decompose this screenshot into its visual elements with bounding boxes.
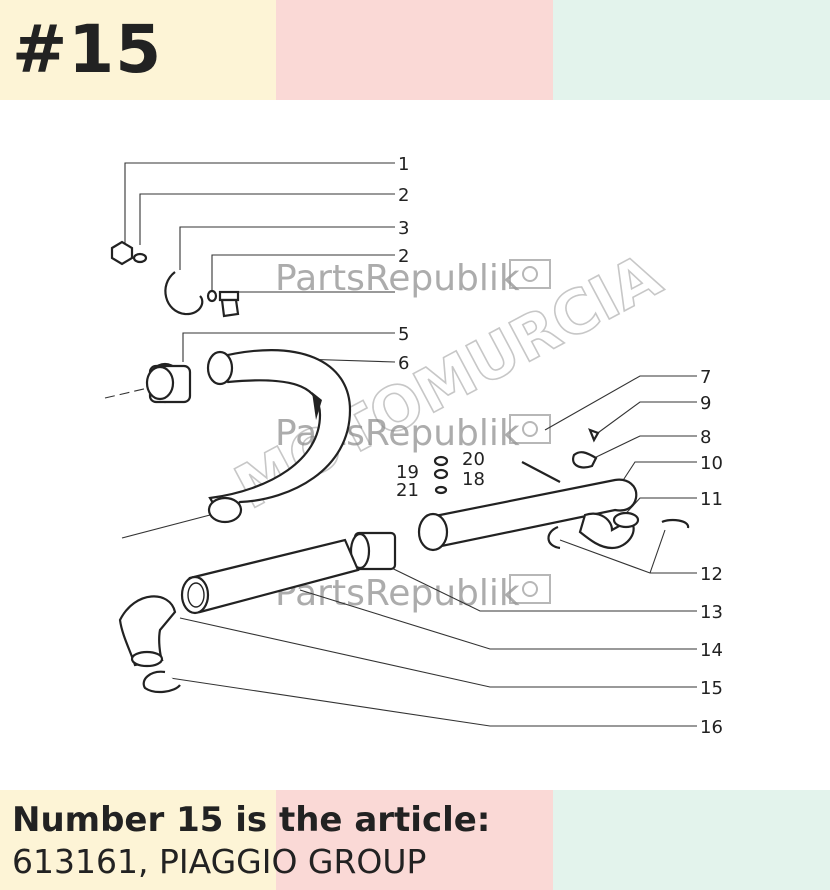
leader-lines xyxy=(104,162,697,727)
part-clamp-16 xyxy=(142,670,181,694)
exploded-parts-diagram: MOTOMURCIA PartsRepublik PartsRepublik P… xyxy=(104,154,723,738)
band-segment-green xyxy=(553,790,830,890)
part-washer-2b xyxy=(206,289,218,303)
part-washers-18-21 xyxy=(433,455,449,495)
caption-title: Number 15 is the article: xyxy=(12,800,491,840)
band-segment-yellow xyxy=(0,790,276,890)
footer-band xyxy=(0,790,830,890)
part-ring-12b xyxy=(661,518,690,529)
part-ring-12a xyxy=(547,525,561,550)
part-washer-2 xyxy=(132,252,148,264)
part-screw-9 xyxy=(588,428,600,443)
callout-3: 3 xyxy=(398,218,409,239)
callout-16: 16 xyxy=(700,717,723,738)
part-clip-8 xyxy=(572,451,598,469)
callout-19: 19 xyxy=(396,462,419,483)
callout-labels: 1 2 3 2 5 6 7 9 8 10 11 12 13 14 15 16 2… xyxy=(396,154,723,738)
header-band xyxy=(0,0,830,100)
callout-18: 18 xyxy=(462,469,485,490)
band-segment-green xyxy=(553,0,830,100)
callout-12: 12 xyxy=(700,564,723,585)
callout-11: 11 xyxy=(700,489,723,510)
band-segment-yellow xyxy=(0,0,276,100)
part-pipe-14 xyxy=(180,538,360,615)
band-segment-pink xyxy=(276,790,553,890)
callout-8: 8 xyxy=(700,427,711,448)
part-bent-pipe-6 xyxy=(206,349,352,524)
article-number: 613161, PIAGGIO GROUP xyxy=(12,842,427,881)
callout-5: 5 xyxy=(398,324,409,345)
callout-2b: 2 xyxy=(398,246,409,267)
part-muffler-10 xyxy=(417,478,638,552)
part-rod-7 xyxy=(521,461,561,483)
callout-6: 6 xyxy=(398,353,409,374)
part-nut-1 xyxy=(110,240,134,266)
part-number-badge: #15 xyxy=(12,11,163,88)
callout-13: 13 xyxy=(700,602,723,623)
part-sleeve-13 xyxy=(349,531,397,571)
callout-10: 10 xyxy=(700,453,723,474)
part-elbow-15 xyxy=(118,595,177,668)
callout-1: 1 xyxy=(398,154,409,175)
part-elbow-11 xyxy=(578,511,640,550)
gear-flag-icon xyxy=(509,259,551,604)
callout-14: 14 xyxy=(700,640,723,661)
part-clamp-3 xyxy=(164,271,204,316)
callout-2: 2 xyxy=(398,185,409,206)
callout-20: 20 xyxy=(462,449,485,470)
band-segment-pink xyxy=(276,0,553,100)
callout-7: 7 xyxy=(700,367,711,388)
callout-21: 21 xyxy=(396,480,419,501)
callout-9: 9 xyxy=(700,393,711,414)
part-bolt-4 xyxy=(218,290,240,318)
part-sleeve-5 xyxy=(145,362,192,404)
callout-15: 15 xyxy=(700,678,723,699)
